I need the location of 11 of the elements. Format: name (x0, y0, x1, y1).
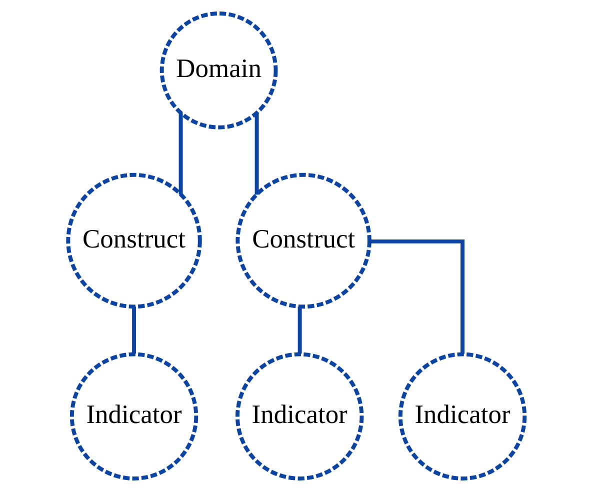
connector (132, 306, 136, 354)
connector (254, 112, 259, 195)
node-circle: Construct (236, 172, 372, 309)
connector (298, 306, 302, 354)
node-circle: Indicator (235, 352, 364, 480)
node-circle: Construct (66, 172, 202, 309)
node-circle: Domain (160, 11, 278, 130)
node-circle: Indicator (70, 352, 198, 480)
node-circle: Indicator (398, 352, 527, 480)
connector (178, 112, 183, 195)
connector (370, 239, 464, 354)
